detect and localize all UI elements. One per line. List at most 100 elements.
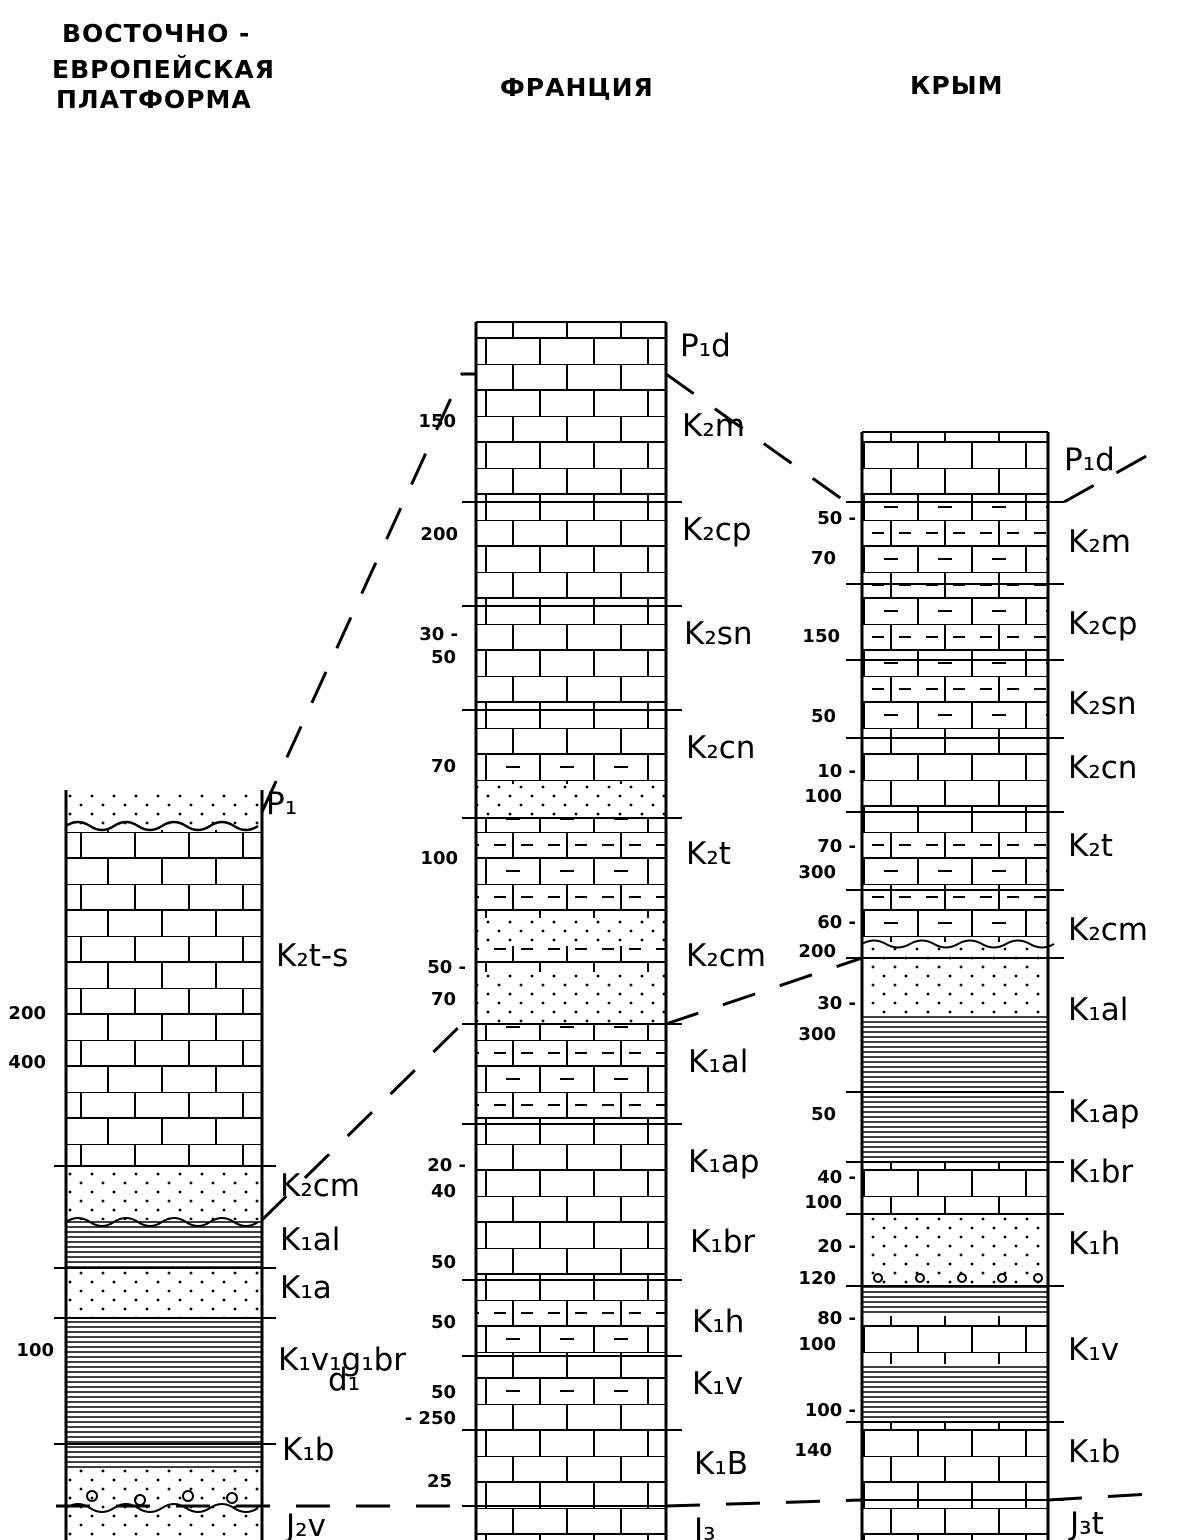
unit-label: K₁al xyxy=(688,1044,748,1080)
column-east-european xyxy=(54,790,276,1540)
layer-limestone xyxy=(476,1408,666,1540)
unit-label: K₂t-s xyxy=(276,938,348,974)
thickness-mark: 80 - xyxy=(817,1308,856,1329)
thickness-mark: 50 xyxy=(811,1104,836,1125)
thickness-mark: 50 xyxy=(431,647,456,668)
unit-label: K₂cm xyxy=(280,1168,360,1204)
thickness-mark: 30 - xyxy=(419,624,458,645)
unit-label: P₁d xyxy=(1064,442,1115,478)
unit-label: J₃t xyxy=(1068,1506,1104,1540)
boundary-ticks xyxy=(54,1165,276,1445)
unit-label: K₁h xyxy=(692,1304,744,1340)
layer-marl xyxy=(476,1382,666,1408)
layer-sand xyxy=(862,942,1048,994)
unit-label: K₂cp xyxy=(1068,606,1137,642)
unit-label: K₁br xyxy=(1068,1154,1133,1190)
thickness-mark: 70 - xyxy=(817,836,856,857)
column-france xyxy=(462,321,682,1540)
layer-limestone xyxy=(862,738,1048,842)
layer-marl xyxy=(476,1304,666,1356)
unit-label: K₁al xyxy=(1068,992,1128,1028)
thickness-mark: 150 xyxy=(418,411,456,432)
layer-clay xyxy=(66,1220,262,1268)
unit-label: K₁v₁g₁br xyxy=(278,1342,406,1378)
thickness-mark: 30 - xyxy=(817,993,856,1014)
header-east-european-line1: ВОСТОЧНО - xyxy=(62,19,250,48)
unit-labels-crimea: P₁dK₂mK₂cpK₂snK₂cnK₂tK₂cmK₁alK₁apK₁brK₁h… xyxy=(1064,442,1148,1540)
unit-label: K₁a xyxy=(280,1270,332,1306)
unit-label: d₁ xyxy=(328,1362,360,1398)
thickness-mark: 50 xyxy=(431,1252,456,1273)
layer-limestone xyxy=(476,322,666,762)
column-headers: ВОСТОЧНО - ЕВРОПЕЙСКАЯ ПЛАТФОРМА ФРАНЦИЯ… xyxy=(52,19,1003,114)
layer-limestone xyxy=(862,1422,1048,1540)
layer-sand xyxy=(66,1166,262,1220)
unit-label: P₁d xyxy=(680,328,731,364)
thickness-mark: 70 xyxy=(431,756,456,777)
layer-sand xyxy=(476,784,666,818)
thickness-mark: 40 xyxy=(431,1181,456,1202)
unconformity-line xyxy=(861,939,1055,949)
layer-clay xyxy=(862,1364,1048,1422)
unit-label: K₁b xyxy=(1068,1434,1120,1470)
thickness-mark: 70 xyxy=(431,989,456,1010)
column-crimea xyxy=(846,431,1064,1540)
thickness-mark: 100 xyxy=(804,786,842,807)
unit-label: K₁v xyxy=(692,1366,743,1402)
thickness-mark: 25 xyxy=(427,1471,452,1492)
thickness-mark: 20 - xyxy=(427,1155,466,1176)
thickness-mark: 100 - xyxy=(805,1400,856,1421)
thickness-mark: 100 xyxy=(804,1192,842,1213)
thickness-mark: 200 xyxy=(798,941,836,962)
thickness-mark: 140 xyxy=(794,1440,832,1461)
layer-limestone xyxy=(476,1124,666,1304)
thickness-mark: 50 xyxy=(431,1312,456,1333)
thickness-mark: 150 xyxy=(802,626,840,647)
thickness-mark: 40 - xyxy=(817,1167,856,1188)
header-east-european-line3: ПЛАТФОРМА xyxy=(56,85,252,114)
layer-marl xyxy=(476,818,666,918)
unit-label: K₂cm xyxy=(1068,912,1148,948)
boundary-ticks xyxy=(462,321,682,1507)
correlation-line-paleogene-base xyxy=(260,372,476,813)
correlation-line-jurassic-top xyxy=(665,1498,863,1508)
correlation-line-paleogene-base xyxy=(665,372,847,504)
thickness-mark: 50 - xyxy=(427,957,466,978)
layer-limestone xyxy=(862,432,1048,502)
thickness-mark: 300 xyxy=(798,1024,836,1045)
thickness-mark: 60 - xyxy=(817,912,856,933)
thickness-mark: 100 xyxy=(420,848,458,869)
layer-marl xyxy=(862,842,1048,942)
unconformity-line xyxy=(65,1217,259,1227)
unit-label: K₂m xyxy=(682,408,745,444)
thickness-mark: 10 - xyxy=(817,761,856,782)
layer-sand xyxy=(66,1268,262,1318)
thickness-mark: 200 xyxy=(420,524,458,545)
layer-sand xyxy=(862,994,1048,1014)
unit-label: K₂sn xyxy=(684,616,753,652)
correlation-line-paleogene-base xyxy=(1063,452,1151,504)
unconformity-line xyxy=(65,1503,259,1513)
unit-label: K₁v xyxy=(1068,1332,1119,1368)
thickness-mark: 300 xyxy=(798,862,836,883)
correlation-lines xyxy=(56,372,1151,1508)
layer-marl xyxy=(476,1024,666,1124)
unit-label: K₁ap xyxy=(688,1144,759,1180)
pebbles xyxy=(873,1273,1043,1283)
layer-marl xyxy=(476,762,666,784)
unit-label: K₂cm xyxy=(686,938,766,974)
layer-sand xyxy=(476,972,666,1024)
thickness-mark: 50 xyxy=(811,706,836,727)
boundary-ticks xyxy=(846,431,1064,1501)
unit-label: K₁al xyxy=(280,1222,340,1258)
layer-limestone xyxy=(66,830,262,1166)
correlation-line-jurassic-top xyxy=(1047,1492,1151,1502)
unit-label: K₂cp xyxy=(682,512,751,548)
layer-limestone xyxy=(476,1356,666,1382)
layer-sand xyxy=(66,1468,262,1540)
